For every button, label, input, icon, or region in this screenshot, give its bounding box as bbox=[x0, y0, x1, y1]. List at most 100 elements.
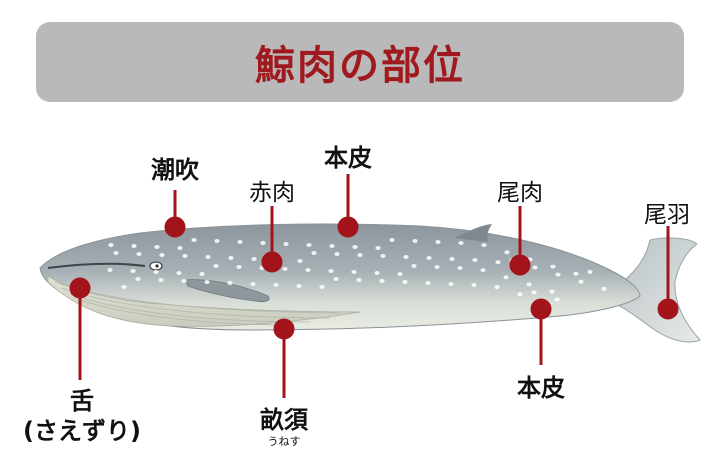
body-spot bbox=[282, 267, 288, 271]
body-spot bbox=[181, 279, 187, 283]
body-spot bbox=[328, 269, 334, 273]
body-spot bbox=[481, 243, 487, 248]
pectoral-fin bbox=[184, 279, 270, 303]
body-spot bbox=[153, 270, 159, 274]
body-spot bbox=[435, 240, 441, 244]
body-spot bbox=[283, 242, 289, 246]
marker-oniku bbox=[509, 254, 531, 276]
label-shiofuki: 潮吹 bbox=[151, 156, 199, 184]
body-spot bbox=[555, 272, 561, 277]
body-spot bbox=[549, 289, 555, 294]
body-spot bbox=[260, 241, 266, 245]
body-spot bbox=[573, 271, 579, 276]
body-spot bbox=[131, 244, 137, 248]
body-spot bbox=[379, 279, 385, 283]
label-sunoko: 畝須 うねす bbox=[260, 400, 308, 449]
body-spot bbox=[182, 254, 188, 258]
body-spot bbox=[158, 278, 164, 282]
body-spot bbox=[135, 277, 141, 281]
body-spot bbox=[517, 292, 523, 297]
body-spot bbox=[154, 245, 160, 249]
dorsal-fin bbox=[455, 224, 492, 242]
body-spot bbox=[504, 250, 510, 255]
body-spot bbox=[352, 245, 358, 249]
body-spot bbox=[374, 271, 380, 275]
label-honkawa-top: 本皮 bbox=[324, 144, 372, 172]
body-spot bbox=[213, 264, 219, 268]
body-spot bbox=[204, 280, 210, 284]
body-spot bbox=[305, 268, 311, 272]
body-spot bbox=[389, 238, 395, 242]
body-spot bbox=[214, 239, 220, 243]
body-spot bbox=[397, 272, 403, 276]
label-sunoko-ruby: うねす bbox=[267, 435, 301, 448]
body-spot bbox=[311, 251, 317, 255]
body-spot bbox=[228, 256, 234, 260]
label-obane: 尾羽 bbox=[644, 202, 690, 228]
body-spot bbox=[503, 275, 509, 280]
body-spot bbox=[426, 256, 432, 260]
body-spot bbox=[296, 284, 302, 288]
body-spot bbox=[329, 244, 335, 248]
label-honkawa-bottom: 本皮 bbox=[517, 374, 565, 402]
body-spot bbox=[403, 255, 409, 259]
label-akaniku: 赤肉 bbox=[249, 180, 295, 206]
body-spot bbox=[159, 253, 165, 257]
body-spot bbox=[526, 282, 532, 287]
body-spot bbox=[411, 264, 417, 268]
body-spot bbox=[380, 254, 386, 258]
body-spot bbox=[449, 257, 455, 261]
body-spot bbox=[136, 252, 142, 256]
body-spot bbox=[108, 243, 114, 247]
body-spot bbox=[601, 286, 607, 291]
body-spot bbox=[375, 246, 381, 250]
body-spot bbox=[587, 269, 593, 274]
body-spot bbox=[237, 240, 243, 244]
body-spot bbox=[550, 264, 556, 269]
body-spot bbox=[425, 281, 431, 285]
markers bbox=[69, 174, 679, 398]
body-spot bbox=[251, 257, 257, 261]
body-spot bbox=[176, 271, 182, 275]
body-spot bbox=[297, 259, 303, 263]
body-spot bbox=[356, 278, 362, 282]
body-spot bbox=[205, 255, 211, 259]
body-spot bbox=[191, 238, 197, 242]
body-spot bbox=[402, 280, 408, 284]
body-spot bbox=[434, 265, 440, 269]
body-spot bbox=[457, 266, 463, 270]
body-spot bbox=[236, 265, 242, 269]
body-spot bbox=[306, 243, 312, 247]
body-spot bbox=[333, 277, 339, 281]
label-shita: 舌 (さえずり) bbox=[23, 386, 141, 446]
body-spot bbox=[532, 265, 538, 270]
body-spot bbox=[273, 283, 279, 287]
body-spot bbox=[334, 252, 340, 256]
label-sunoko-main: 畝須 bbox=[260, 406, 308, 434]
body-spot bbox=[199, 272, 205, 276]
title-bar: 鯨肉の部位 bbox=[36, 22, 684, 102]
body-spot bbox=[494, 285, 500, 290]
body-spot bbox=[472, 258, 478, 262]
body-spot bbox=[480, 268, 486, 273]
body-spot bbox=[113, 251, 119, 255]
body-spot bbox=[531, 290, 537, 295]
body-spot bbox=[351, 270, 357, 274]
body-spot bbox=[250, 282, 256, 286]
label-oniku: 尾肉 bbox=[497, 180, 543, 206]
label-shita-main: 舌 bbox=[70, 387, 94, 415]
body-spot bbox=[227, 281, 233, 285]
body-spot bbox=[107, 268, 113, 272]
body-spot bbox=[458, 241, 464, 245]
marker-honkawa-top bbox=[337, 216, 359, 238]
body-spot bbox=[130, 269, 136, 273]
body-spot bbox=[177, 246, 183, 250]
body-spot bbox=[578, 279, 584, 284]
mouth-line bbox=[47, 262, 146, 269]
body-spot bbox=[554, 297, 560, 302]
label-shita-sub: (さえずり) bbox=[23, 417, 141, 445]
body-spot bbox=[121, 285, 127, 289]
marker-obane bbox=[657, 298, 679, 320]
body-spot bbox=[319, 285, 325, 289]
